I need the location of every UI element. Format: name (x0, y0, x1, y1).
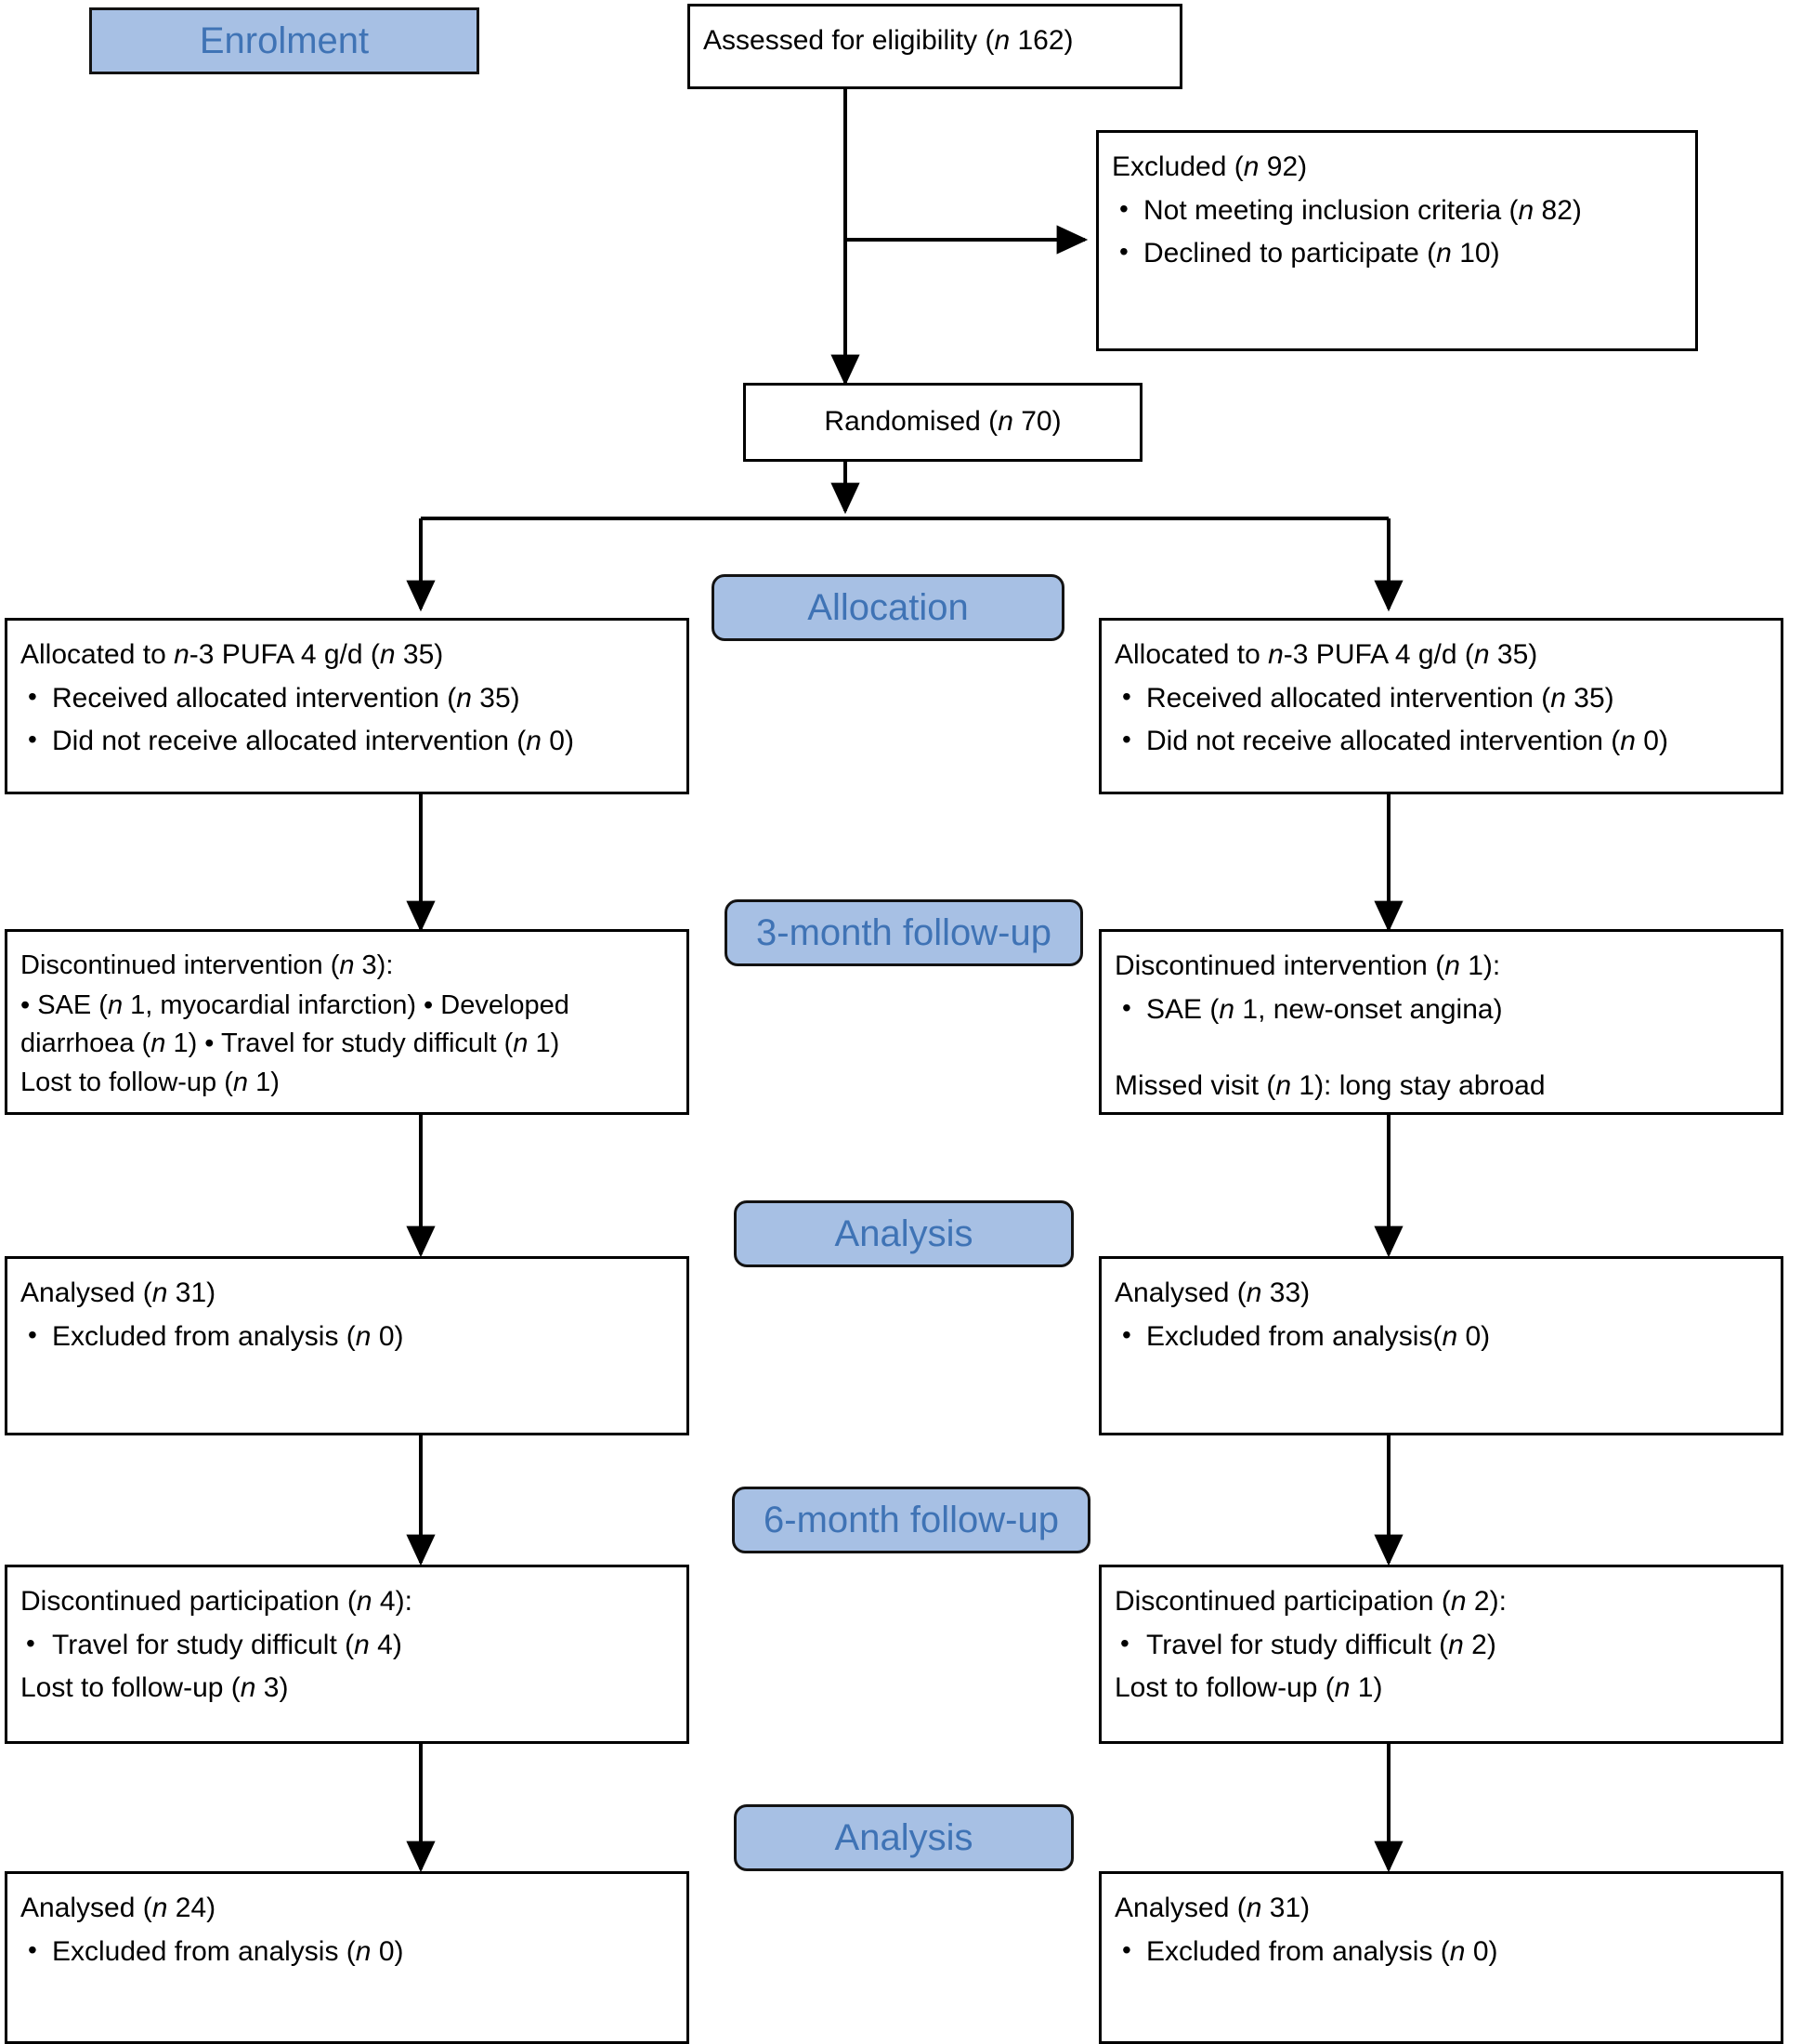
followup-3m-left-reasons: • SAE (n 1, myocardial infarction) • Dev… (20, 990, 569, 1059)
box-analysis-1-right: Analysed (n 33) Excluded from analysis(n… (1099, 1256, 1783, 1435)
stage-label-analysis-1-text: Analysis (834, 1212, 973, 1254)
allocation-left-list: Received allocated intervention (n 35) D… (20, 678, 673, 762)
box-analysis-1-left: Analysed (n 31) Excluded from analysis (… (5, 1256, 689, 1435)
stage-label-6-month-follow-up: 6-month follow-up (732, 1487, 1090, 1553)
list-item: Travel for study difficult (n 2) (1120, 1625, 1768, 1666)
followup-6m-left-list: Travel for study difficult (n 4) (20, 1625, 673, 1666)
excluded-reason-list: Not meeting inclusion criteria (n 82) De… (1112, 190, 1682, 274)
excluded-heading: Excluded (n 92) (1112, 151, 1308, 182)
analysis-2-right-heading: Analysed (n 31) (1115, 1893, 1311, 1923)
followup-6m-right-list: Travel for study difficult (n 2) (1115, 1625, 1768, 1666)
list-item: Excluded from analysis (n 0) (28, 1932, 673, 1972)
followup-3m-right-list: SAE (n 1, new-onset angina) (1115, 989, 1768, 1030)
list-item: Received allocated intervention (n 35) (28, 678, 673, 719)
followup-3m-left-heading: Discontinued intervention (n 3): (20, 950, 394, 980)
list-item: Excluded from analysis (n 0) (28, 1317, 673, 1357)
list-item: Declined to participate (n 10) (1119, 233, 1682, 274)
box-followup-6m-left: Discontinued participation (n 4): Travel… (5, 1565, 689, 1744)
list-item: Did not receive allocated intervention (… (28, 721, 673, 762)
followup-3m-right-missed: Missed visit (n 1): long stay abroad (1115, 1070, 1546, 1102)
randomised-text: Randomised (n 70) (824, 406, 1062, 438)
list-item: Not meeting inclusion criteria (n 82) (1119, 190, 1682, 231)
list-item: SAE (n 1, new-onset angina) (1122, 989, 1768, 1030)
analysis-1-right-list: Excluded from analysis(n 0) (1115, 1317, 1768, 1357)
box-analysis-2-left: Analysed (n 24) Excluded from analysis (… (5, 1871, 689, 2044)
stage-label-analysis-1: Analysis (734, 1200, 1074, 1267)
box-followup-3m-left: Discontinued intervention (n 3): • SAE (… (5, 929, 689, 1115)
followup-6m-left-heading: Discontinued participation (n 4): (20, 1586, 412, 1617)
analysis-2-right-list: Excluded from analysis (n 0) (1115, 1932, 1768, 1972)
list-item: Received allocated intervention (n 35) (1122, 678, 1768, 719)
followup-3m-right-heading: Discontinued intervention (n 1): (1115, 950, 1501, 981)
stage-label-enrolment: Enrolment (89, 7, 479, 74)
box-assessed-for-eligibility: Assessed for eligibility (n 162) (687, 4, 1182, 89)
stage-label-6-month-follow-up-text: 6-month follow-up (764, 1499, 1059, 1540)
allocation-right-list: Received allocated intervention (n 35) D… (1115, 678, 1768, 762)
analysis-2-left-heading: Analysed (n 24) (20, 1893, 216, 1923)
followup-3m-left-lost: Lost to follow-up (n 1) (20, 1067, 280, 1097)
box-randomised: Randomised (n 70) (743, 383, 1143, 462)
stage-label-enrolment-text: Enrolment (199, 20, 370, 61)
stage-label-allocation-text: Allocation (807, 586, 969, 628)
list-item: Excluded from analysis(n 0) (1122, 1317, 1768, 1357)
allocation-left-heading: Allocated to n-3 PUFA 4 g/d (n 35) (20, 639, 444, 670)
followup-6m-left-lost: Lost to follow-up (n 3) (20, 1672, 289, 1704)
assessed-text: Assessed for eligibility (n 162) (703, 25, 1074, 56)
stage-label-3-month-follow-up-text: 3-month follow-up (756, 911, 1051, 953)
analysis-1-left-list: Excluded from analysis (n 0) (20, 1317, 673, 1357)
box-analysis-2-right: Analysed (n 31) Excluded from analysis (… (1099, 1871, 1783, 2044)
list-item: Excluded from analysis (n 0) (1122, 1932, 1768, 1972)
list-item: Did not receive allocated intervention (… (1122, 721, 1768, 762)
analysis-1-right-heading: Analysed (n 33) (1115, 1278, 1311, 1308)
followup-6m-right-heading: Discontinued participation (n 2): (1115, 1586, 1507, 1617)
allocation-right-heading: Allocated to n-3 PUFA 4 g/d (n 35) (1115, 639, 1538, 670)
stage-label-analysis-2-text: Analysis (834, 1816, 973, 1858)
stage-label-3-month-follow-up: 3-month follow-up (725, 899, 1083, 966)
analysis-1-left-heading: Analysed (n 31) (20, 1278, 216, 1308)
box-allocation-right: Allocated to n-3 PUFA 4 g/d (n 35) Recei… (1099, 618, 1783, 794)
box-allocation-left: Allocated to n-3 PUFA 4 g/d (n 35) Recei… (5, 618, 689, 794)
box-followup-3m-right: Discontinued intervention (n 1): SAE (n … (1099, 929, 1783, 1115)
followup-6m-right-lost: Lost to follow-up (n 1) (1115, 1672, 1383, 1704)
box-excluded: Excluded (n 92) Not meeting inclusion cr… (1096, 130, 1698, 351)
list-item: Travel for study difficult (n 4) (26, 1625, 673, 1666)
stage-label-analysis-2: Analysis (734, 1804, 1074, 1871)
stage-label-allocation: Allocation (712, 574, 1064, 641)
analysis-2-left-list: Excluded from analysis (n 0) (20, 1932, 673, 1972)
box-followup-6m-right: Discontinued participation (n 2): Travel… (1099, 1565, 1783, 1744)
